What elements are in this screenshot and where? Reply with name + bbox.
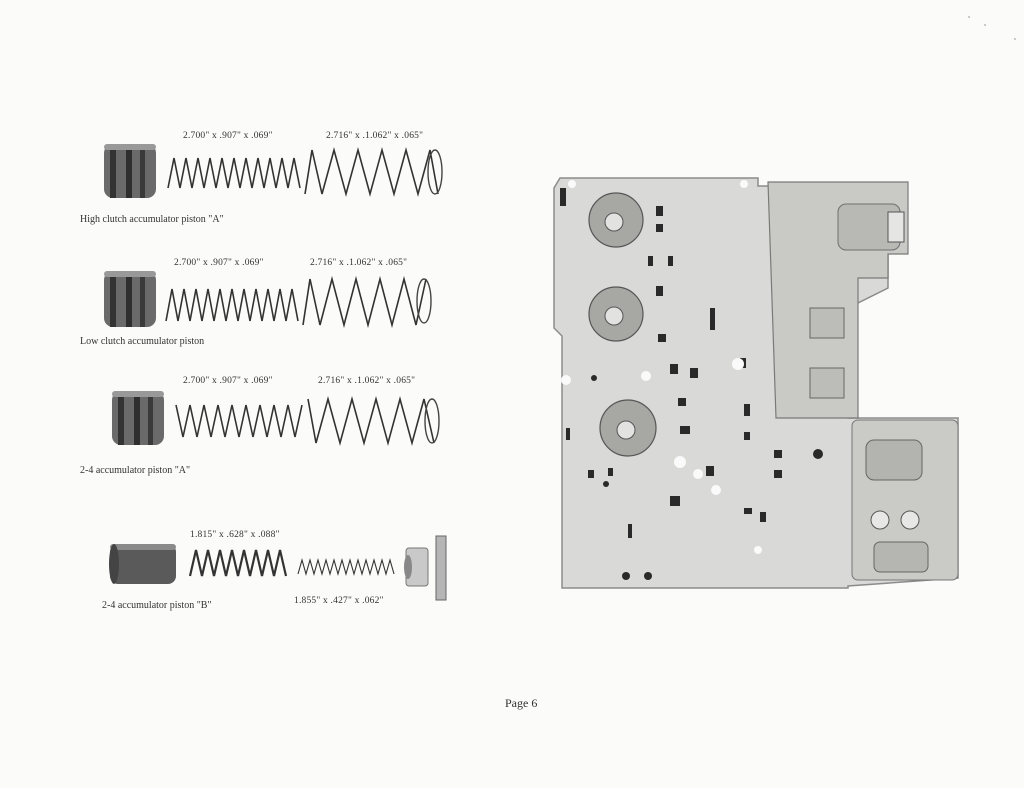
page-number: Page 6 — [505, 696, 538, 710]
spring-spec-label: 2.700" x .907" x .069" — [183, 376, 273, 386]
piston-spring-figure — [112, 391, 440, 447]
spring-spec-label: 1.855" x .427" x .062" — [294, 596, 384, 606]
spring-icon — [175, 404, 303, 438]
scan-speck — [1014, 38, 1016, 40]
piston-spring-figure — [104, 144, 443, 198]
piston-icon — [104, 144, 156, 198]
component-caption: Low clutch accumulator piston — [80, 336, 205, 347]
piston-icon — [109, 544, 176, 584]
component-caption: 2-4 accumulator piston "B" — [102, 600, 212, 611]
spring-spec-label: 2.716" x .1.062" x .065" — [310, 258, 408, 268]
spring-spec-label: 2.700" x .907" x .069" — [174, 258, 264, 268]
spring-icon — [167, 157, 301, 189]
scan-speck — [968, 16, 970, 18]
plug-icon — [404, 547, 429, 587]
spring-spec-label: 2.700" x .907" x .069" — [183, 131, 273, 141]
component-caption: 2-4 accumulator piston "A" — [80, 465, 191, 476]
spring-spec-label: 2.716" x .1.062" x .065" — [326, 131, 424, 141]
spring-spec-label: 1.815" x .628" x .088" — [190, 530, 280, 540]
piston-spring-figure — [104, 271, 432, 329]
spring-icon — [188, 549, 288, 577]
spring-spec-label: 2.716" x .1.062" x .065" — [318, 376, 416, 386]
component-caption: High clutch accumulator piston "A" — [80, 214, 224, 225]
spring-icon — [165, 288, 299, 322]
spring-icon — [297, 557, 395, 577]
valve-body-illustration — [553, 177, 959, 589]
piston-icon — [104, 271, 156, 327]
spring-icon — [307, 395, 435, 447]
piston-spring-figure — [109, 535, 447, 601]
scan-speck — [984, 24, 986, 26]
spring-icon — [302, 275, 427, 329]
piston-icon — [112, 391, 164, 445]
retainer-icon — [435, 535, 447, 601]
spring-icon — [304, 146, 439, 198]
